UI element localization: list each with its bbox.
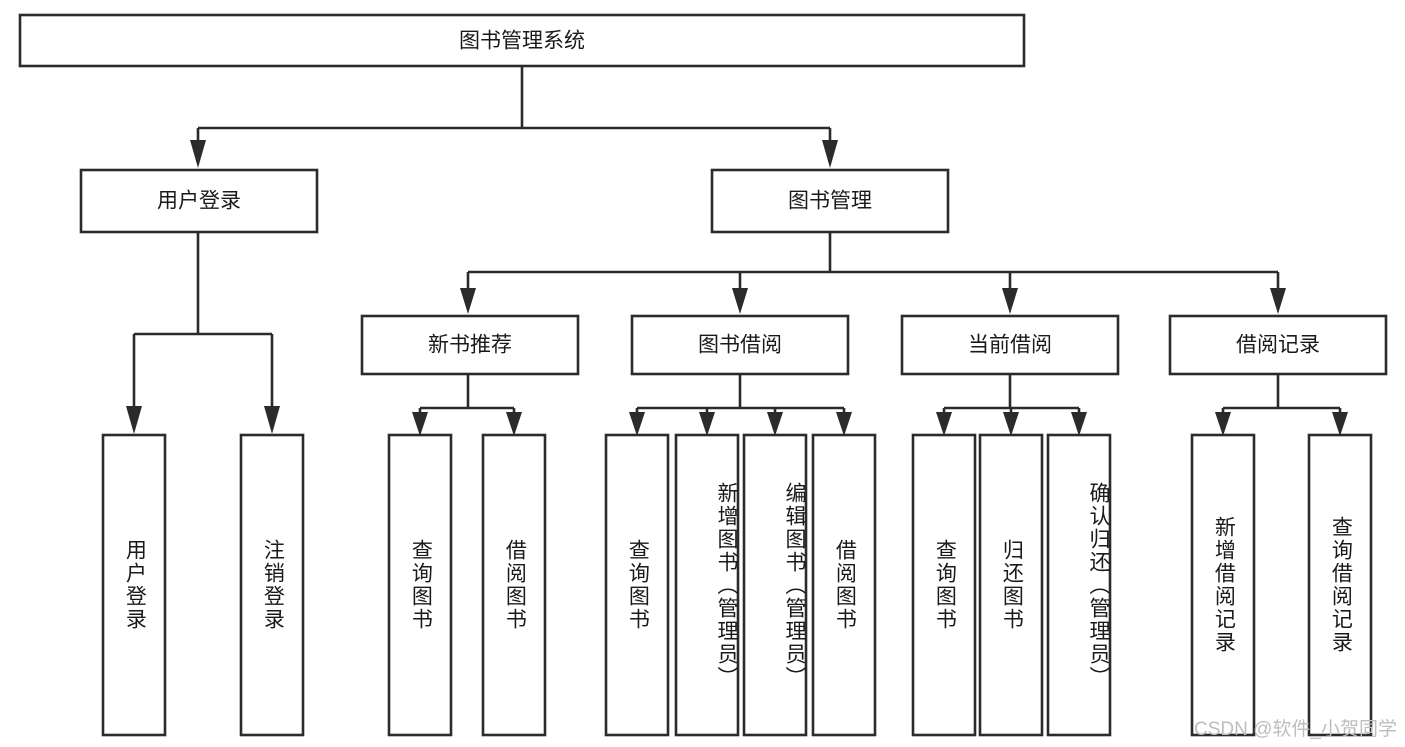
arrow-head-user-login (190, 140, 206, 168)
leaf-box-query-book-2[interactable] (604, 433, 670, 737)
leaf-box-borrow-book-2[interactable] (811, 433, 877, 737)
arrow-head-leaf-return-book (1003, 412, 1019, 436)
arrow-head-leaf-query-record (1332, 412, 1348, 436)
node-new-book-recommend-box[interactable] (360, 314, 580, 376)
arrow-head-leaf-edit-book (767, 412, 783, 436)
leaf-box-add-record[interactable] (1190, 433, 1256, 737)
arrow-head-leaf-borrow-book-1 (506, 412, 522, 436)
node-root-box[interactable] (18, 13, 1026, 68)
arrow-head-leaf-borrow-book-2 (836, 412, 852, 436)
node-user-login[interactable]: 用户登录 (79, 168, 319, 234)
arrow-head-current-borrow (1002, 288, 1018, 314)
leaf-box-user-login[interactable] (101, 433, 167, 737)
arrow-head-leaf-query-book-3 (936, 412, 952, 436)
node-user-login-box[interactable] (79, 168, 319, 234)
node-book-manage-label: 图书管理 (788, 190, 872, 213)
connector-group-new-book-recommend-to-leaves (412, 374, 522, 436)
arrow-head-leaf-confirm-return (1071, 412, 1087, 436)
arrow-head-book-borrow (732, 288, 748, 314)
leaf-box-query-book-3[interactable] (911, 433, 977, 737)
node-book-borrow-box[interactable] (630, 314, 850, 376)
arrow-head-leaf-add-record (1215, 412, 1231, 436)
leaf-box-query-record[interactable] (1307, 433, 1373, 737)
connector-group-current-borrow-to-leaves (936, 374, 1087, 436)
node-book-manage-box[interactable] (710, 168, 950, 234)
node-user-login-label: 用户登录 (157, 190, 241, 213)
arrow-head-new-book-recommend (460, 288, 476, 314)
leaf-box-logout-login[interactable] (239, 433, 305, 737)
arrow-head-leaf-add-book (699, 412, 715, 436)
node-root[interactable]: 图书管理系统 (18, 13, 1026, 68)
connector-group-book-manage-to-level3 (460, 232, 1286, 314)
leaf-box-confirm-return[interactable] (1046, 433, 1112, 737)
node-borrow-record-label: 借阅记录 (1236, 334, 1320, 357)
leaf-box-query-book-1[interactable] (387, 433, 453, 737)
csdn-watermark: CSDN @软件_小贺同学 (1194, 719, 1397, 740)
connector-group-user-login-to-leaves (126, 232, 280, 434)
node-book-borrow-label: 图书借阅 (698, 334, 782, 357)
node-current-borrow-box[interactable] (900, 314, 1120, 376)
leaf-box-borrow-book-1[interactable] (481, 433, 547, 737)
arrow-head-book-manage (822, 140, 838, 168)
arrow-head-leaf-query-book-2 (629, 412, 645, 436)
node-root-label: 图书管理系统 (459, 30, 585, 53)
leaf-box-add-book[interactable] (674, 433, 740, 737)
connector-group-book-borrow-to-leaves (629, 374, 852, 436)
node-new-book-recommend[interactable]: 新书推荐 (360, 314, 580, 376)
node-borrow-record-box[interactable] (1168, 314, 1388, 376)
connector-group-root-to-level2 (190, 66, 838, 168)
leaf-box-return-book[interactable] (978, 433, 1044, 737)
arrow-head-leaf-query-book-1 (412, 412, 428, 436)
connector-group-borrow-record-to-leaves (1215, 374, 1348, 436)
node-new-book-recommend-label: 新书推荐 (428, 334, 512, 357)
arrow-head-leaf-user-login (126, 406, 142, 434)
node-current-borrow[interactable]: 当前借阅 (900, 314, 1120, 376)
leaf-box-edit-book[interactable] (742, 433, 808, 737)
arrow-head-leaf-logout-login (264, 406, 280, 434)
arrow-head-borrow-record (1270, 288, 1286, 314)
node-current-borrow-label: 当前借阅 (968, 334, 1052, 357)
node-book-borrow[interactable]: 图书借阅 (630, 314, 850, 376)
node-borrow-record[interactable]: 借阅记录 (1168, 314, 1388, 376)
node-book-manage[interactable]: 图书管理 (710, 168, 950, 234)
